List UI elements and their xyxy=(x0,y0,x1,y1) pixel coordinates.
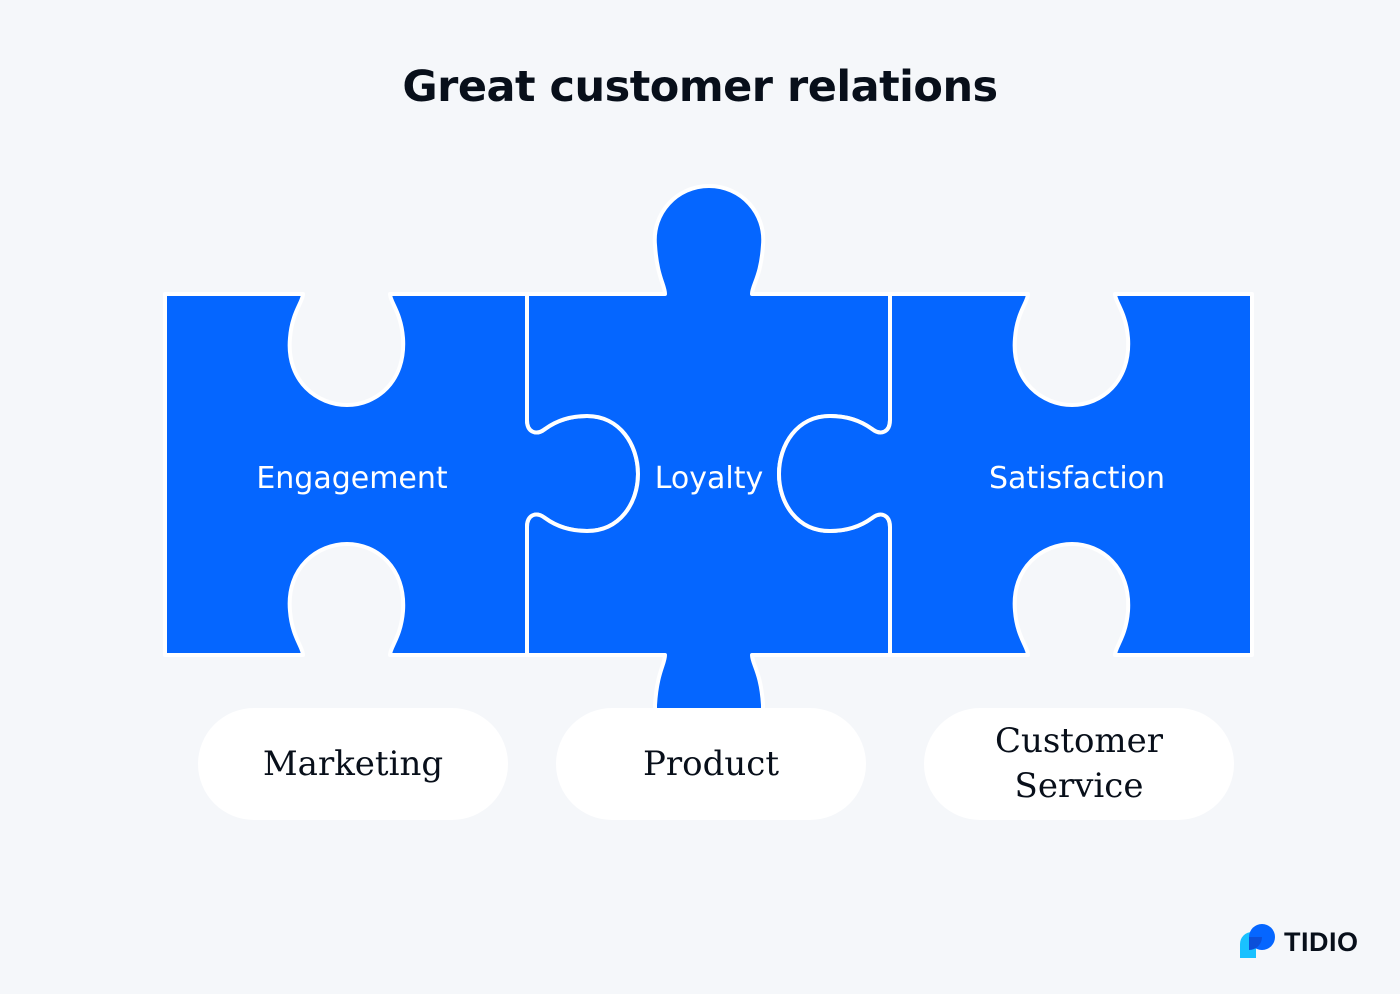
foundation-label: Customer Service xyxy=(994,721,1164,806)
foundation-label: Product xyxy=(643,743,779,784)
tidio-logo-icon xyxy=(1238,922,1278,962)
foundation-label: Marketing xyxy=(262,743,444,784)
puzzle-piece-satisfaction xyxy=(777,292,1254,657)
piece-label-satisfaction: Satisfaction xyxy=(989,461,1165,496)
page-title: Great customer relations xyxy=(402,62,998,112)
foundation-pill-customer-service: Customer Service xyxy=(924,708,1234,820)
brand-logo: TIDIO xyxy=(1238,922,1359,962)
piece-label-engagement: Engagement xyxy=(256,461,448,496)
foundation-pill-marketing: Marketing xyxy=(198,708,508,820)
piece-label-loyalty: Loyalty xyxy=(655,461,764,496)
foundation-pill-product: Product xyxy=(556,708,866,820)
brand-name: TIDIO xyxy=(1284,926,1359,957)
